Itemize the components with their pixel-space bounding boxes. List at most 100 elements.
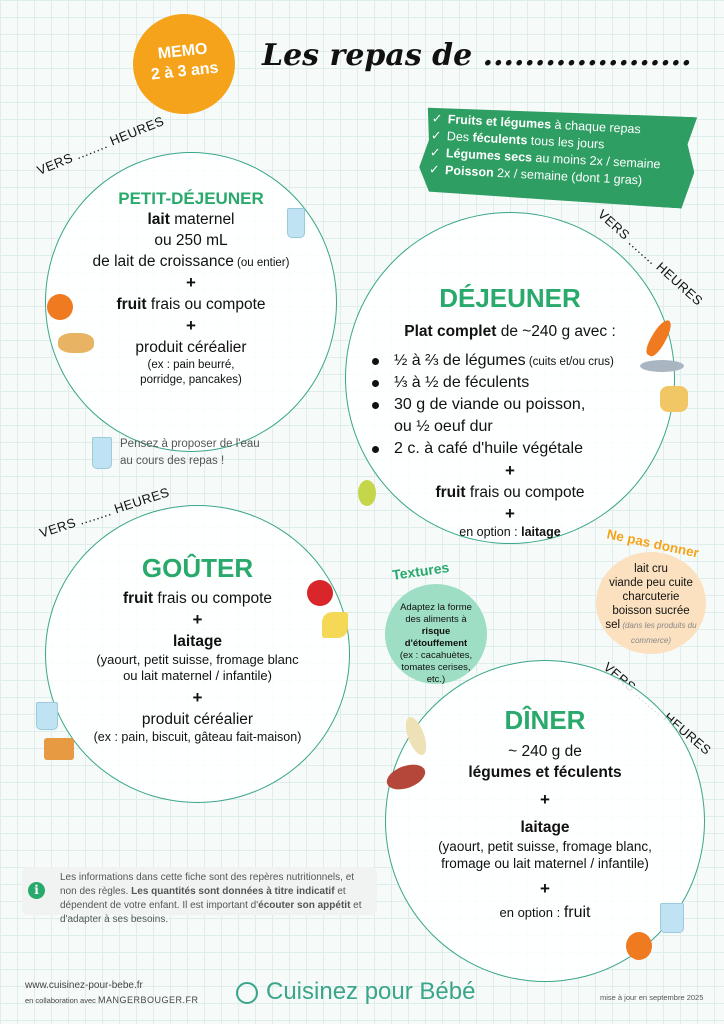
text: ½ à ⅔ de légumes bbox=[394, 352, 526, 369]
text: Plat complet de ~240 g avec : bbox=[346, 321, 674, 342]
text: Les quantités sont données à titre indic… bbox=[131, 886, 335, 897]
text: fromage ou lait maternel / infantile) bbox=[441, 856, 649, 871]
text: produit céréalier bbox=[141, 711, 254, 728]
meal-title: PETIT-DÉJEUNER bbox=[118, 189, 264, 208]
text: fruit bbox=[122, 590, 154, 607]
text: ~ 240 g de bbox=[508, 743, 582, 760]
dinner-card: DÎNER ~ 240 g de légumes et féculents + … bbox=[385, 660, 705, 982]
text: fruit bbox=[563, 904, 591, 921]
text: laitage bbox=[521, 525, 561, 539]
text: et d'adapter à ses besoins. bbox=[60, 900, 362, 925]
text: en option : bbox=[499, 905, 564, 920]
text: en option : laitage bbox=[346, 525, 674, 539]
text: + bbox=[505, 461, 515, 480]
brand-name: Cuisinez pour Bébé bbox=[266, 978, 476, 1005]
text: viande peu cuite bbox=[609, 577, 693, 589]
info-note: Les informations dans cette fiche sont d… bbox=[22, 867, 377, 925]
text: (ex : pain, biscuit, gâteau fait-maison) bbox=[93, 730, 302, 744]
text: de lait de croissance bbox=[92, 253, 234, 270]
text: Adaptez la forme des aliments à bbox=[400, 602, 472, 625]
meal-title: GOÛTER bbox=[141, 553, 254, 583]
text: (ex : pain beurré, bbox=[147, 359, 235, 371]
text: + bbox=[192, 688, 203, 707]
text: maternel bbox=[169, 211, 235, 228]
text: charcuterie bbox=[622, 591, 680, 603]
text: + bbox=[192, 610, 203, 629]
text: féculents bbox=[472, 130, 528, 148]
water-glass-icon bbox=[92, 437, 112, 469]
fish-icon bbox=[640, 360, 684, 372]
pancakes-icon bbox=[58, 333, 94, 353]
page-title: Les repas de .................... bbox=[262, 38, 692, 73]
text: ½ à ⅔ de légumes (cuits et/ou crus) bbox=[368, 350, 674, 372]
partner-logo: MANGERBOUGER.FR bbox=[97, 995, 199, 1005]
apricot-icon bbox=[626, 932, 652, 960]
website-link[interactable]: www.cuisinez-pour-bebe.fr bbox=[25, 980, 143, 991]
text: (cuits et/ou crus) bbox=[525, 356, 614, 368]
text: sel (dans les produits du commerce) bbox=[602, 618, 700, 648]
text: 30 g de viande ou poisson, ou ½ oeuf dur bbox=[368, 394, 674, 438]
text: de lait de croissance (ou entier) bbox=[46, 251, 336, 272]
snack-card: GOÛTER fruit frais ou compote + laitage … bbox=[45, 505, 350, 803]
text: ou ½ oeuf dur bbox=[394, 418, 493, 435]
text: (yaourt, petit suisse, fromage blanc, bbox=[438, 839, 652, 854]
text: frais ou compote bbox=[465, 484, 585, 501]
apple-icon bbox=[307, 580, 333, 606]
info-icon: i bbox=[28, 882, 45, 899]
text: (ou entier) bbox=[233, 257, 290, 269]
text: Les informations dans cette fiche sont d… bbox=[60, 872, 355, 897]
text: 2 c. à café d'huile végétale bbox=[368, 438, 674, 460]
text: (yaourt, petit suisse, fromage blanc bbox=[96, 652, 299, 667]
text: + bbox=[540, 879, 550, 898]
orange-icon bbox=[47, 294, 73, 320]
text: 30 g de viande ou poisson, bbox=[394, 396, 586, 413]
check-icon: ✓ bbox=[431, 111, 443, 126]
collab-label: en collaboration avec MANGERBOUGER.FR bbox=[25, 995, 199, 1005]
text: fruit bbox=[116, 296, 147, 313]
brand-logo-icon bbox=[236, 982, 258, 1004]
text: et dépendent de votre enfant. Il est imp… bbox=[60, 886, 346, 911]
text: fruit bbox=[435, 484, 466, 501]
text: écouter son appétit bbox=[258, 900, 351, 911]
text: boisson sucrée bbox=[612, 605, 690, 617]
guidelines-banner: ✓Fruits et légumes à chaque repas ✓Des f… bbox=[418, 103, 697, 209]
update-date: mise à jour en septembre 2025 bbox=[600, 993, 704, 1002]
text: (dans les produits du commerce) bbox=[620, 621, 697, 645]
textures-title: Textures bbox=[391, 559, 451, 583]
yogurt-icon bbox=[36, 702, 58, 730]
text: ou 250 mL bbox=[154, 232, 228, 249]
text: sel bbox=[605, 619, 621, 631]
text: laitage bbox=[520, 819, 570, 836]
meal-title: DÎNER bbox=[504, 705, 586, 735]
text: en option : bbox=[459, 525, 522, 539]
text: légumes et féculents bbox=[468, 764, 622, 781]
text: porridge, pancakes) bbox=[140, 374, 242, 386]
text: fruit frais ou compote bbox=[46, 588, 349, 609]
text: tous les jours bbox=[527, 133, 605, 152]
biscuit-icon bbox=[44, 738, 74, 760]
text: de ~240 g avec : bbox=[496, 323, 616, 340]
text: lait maternel bbox=[46, 209, 336, 230]
text: (ex : cacahuètes, tomates cerises, etc.) bbox=[399, 650, 473, 685]
text: frais ou compote bbox=[153, 590, 273, 607]
text: + bbox=[540, 790, 550, 809]
text: laitage bbox=[46, 631, 349, 652]
text: Plat complet bbox=[404, 323, 497, 340]
text: risque d'étouffement bbox=[404, 626, 468, 649]
text: ½ à ⅔ de légumes (cuits et/ou crus) ⅓ à … bbox=[368, 350, 674, 460]
text: fruit frais ou compote bbox=[46, 294, 336, 315]
text: frais ou compote bbox=[146, 296, 266, 313]
pasta-icon bbox=[660, 386, 688, 412]
text: laitage bbox=[386, 817, 704, 838]
pear-icon bbox=[358, 480, 376, 506]
text: en option : fruit bbox=[386, 904, 704, 922]
banana-icon bbox=[322, 612, 348, 638]
check-icon: ✓ bbox=[428, 162, 440, 177]
text: en collaboration avec bbox=[25, 996, 96, 1005]
text: Poisson bbox=[444, 163, 495, 180]
text: produit céréalier bbox=[135, 339, 247, 356]
breakfast-card: PETIT-DÉJEUNER lait maternel ou 250 mL d… bbox=[45, 152, 337, 452]
text: + bbox=[186, 316, 196, 335]
